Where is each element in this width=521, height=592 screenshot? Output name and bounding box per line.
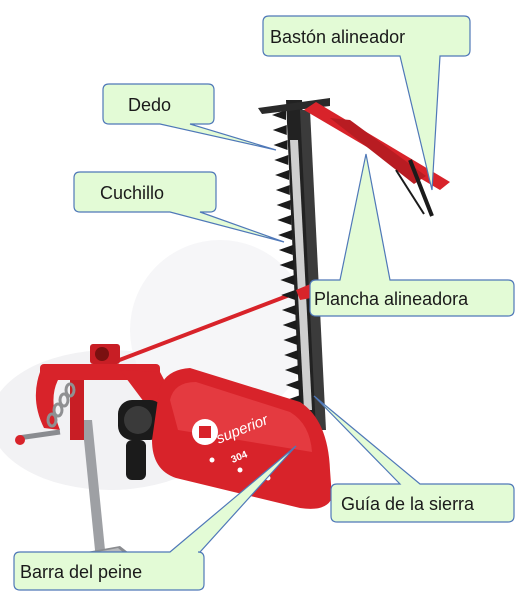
finger-teeth <box>272 110 302 435</box>
finger-tooth <box>281 305 296 315</box>
finger-tooth <box>277 215 292 225</box>
finger-tooth <box>276 200 291 210</box>
finger-tooth <box>275 170 290 180</box>
finger-tooth <box>280 275 295 285</box>
safety-chain <box>46 382 76 428</box>
finger-tooth <box>278 245 293 255</box>
finger-tooth <box>284 350 299 360</box>
hitch-frame <box>15 344 180 445</box>
finger-tooth <box>279 260 294 270</box>
callout-barra-label: Barra del peine <box>20 562 142 582</box>
callout-baston-label: Bastón alineador <box>270 27 405 47</box>
finger-tooth <box>283 335 298 345</box>
callout-baston: Bastón alineador <box>262 15 471 191</box>
gear-housing: superior 304 <box>152 368 332 509</box>
callout-guia-label: Guía de la sierra <box>341 494 475 514</box>
drive-shaft <box>118 400 164 480</box>
finger-tooth <box>278 230 293 240</box>
callout-cuchillo-label: Cuchillo <box>100 183 164 203</box>
finger-tooth <box>284 365 299 375</box>
swath-board <box>304 102 450 217</box>
finger-tooth <box>285 380 300 390</box>
callout-barra: Barra del peine <box>13 445 297 591</box>
callout-cuchillo: Cuchillo <box>73 171 285 243</box>
callout-guia: Guía de la sierra <box>313 395 515 523</box>
callout-plancha: Plancha alineadora <box>309 153 515 317</box>
callout-dedo-label: Dedo <box>128 95 171 115</box>
finger-tooth <box>275 185 290 195</box>
tie-rod <box>87 286 309 374</box>
finger-tooth <box>281 290 296 300</box>
callout-dedo: Dedo <box>102 83 277 151</box>
finger-tooth <box>282 320 297 330</box>
finger-tooth <box>274 155 289 165</box>
callout-plancha-label: Plancha alineadora <box>314 289 469 309</box>
finger-tooth <box>272 110 286 120</box>
top-shoe <box>258 98 330 114</box>
cutter-bar <box>272 100 326 435</box>
finger-tooth <box>272 125 287 135</box>
finger-tooth <box>273 140 288 150</box>
